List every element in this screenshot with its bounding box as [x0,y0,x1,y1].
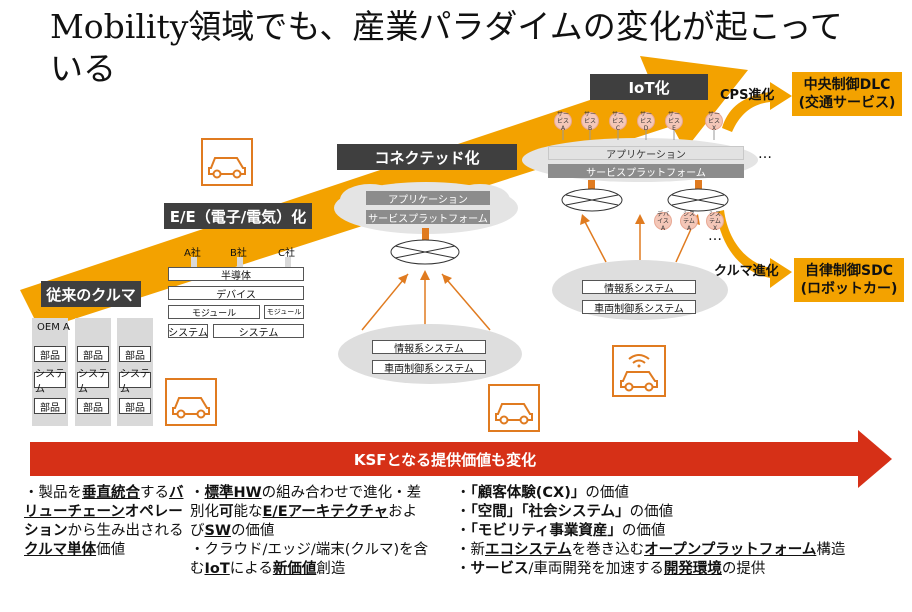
outcome-dlc: 中央制御DLC(交通サービス) [792,72,902,116]
title-line-1: Mobility領域でも、産業パラダイムの変化が起こって [50,7,843,46]
ee-company-b: B社 [230,248,247,259]
stage-connected: コネクテッド化 [337,144,517,170]
ee-semiconductor: 半導体 [168,267,304,282]
connected-connector [422,228,429,242]
car-evolution-label: クルマ進化 [714,264,779,279]
oem3-part-bottom: 部品 [119,398,151,414]
ee-system-left: システム [168,324,208,339]
iot-vehicle-control: 車両制御系システム [582,300,696,315]
car-icon-ee [201,138,253,186]
oem-label-top: OEM A [37,322,70,333]
cps-branch-arrow [722,82,792,132]
oem1-system: システム [34,369,66,395]
car-icon-connected [488,384,540,432]
oem3-system: システム [119,369,151,395]
stage-conventional: 従来のクルマ [41,281,141,307]
iot-ellipsis-2: … [708,228,722,244]
iot-application: アプリケーション [548,146,744,161]
title-line-2: いる [50,49,116,88]
connected-info-system: 情報系システム [372,340,486,355]
ee-company-a: A社 [184,248,201,259]
bottom-col-3: ・「顧客体験(CX)」の価値 ・「空間」「社会システム」の価値 ・「モビリティ事… [456,485,846,577]
ee-system-right: システム [213,324,304,339]
oem2-part-bottom: 部品 [77,398,109,414]
page-title: Mobility領域でも、産業パラダイムの変化が起こって いる [50,6,850,90]
ee-device: デバイス [168,286,304,301]
connected-vehicle-control: 車両制御系システム [372,360,486,375]
ee-module: モジュール [168,305,260,319]
bottom-col-1: ・製品を垂直統合するバリューチェーンオペレーションから生み出されるクルマ単体価値 [24,485,184,558]
oem2-part: 部品 [77,346,109,362]
connected-car-icon-iot [612,345,666,397]
oem1-part: 部品 [34,346,66,362]
ksf-arrow-head [858,430,892,488]
bottom-col-2: ・標準HWの組み合わせで進化・差別化可能なE/EアーキテクチャおよびSWの価値 … [190,485,429,577]
connected-application: アプリケーション [366,191,490,206]
car-branch-arrow [716,210,792,288]
iot-service-platform: サービスプラットフォーム [548,164,744,179]
ee-company-c: C社 [278,248,295,259]
cps-evolution-label: CPS進化 [720,88,775,103]
ksf-arrow: KSFとなる提供価値も変化 [30,442,860,476]
oem2-system: システム [77,369,109,395]
outcome-sdc: 自律制御SDC(ロボットカー) [794,258,904,302]
car-icon-conventional [165,378,217,426]
connected-service-platform: サービスプラットフォーム [366,210,490,225]
stage-iot: IoT化 [590,74,708,100]
iot-ellipsis: … [758,146,772,162]
iot-info-system: 情報系システム [582,280,696,295]
stage-ee: E/E（電子/電気）化 [164,203,312,229]
ee-module-small: モジュール [264,305,304,319]
oem1-part-bottom: 部品 [34,398,66,414]
oem3-part: 部品 [119,346,151,362]
